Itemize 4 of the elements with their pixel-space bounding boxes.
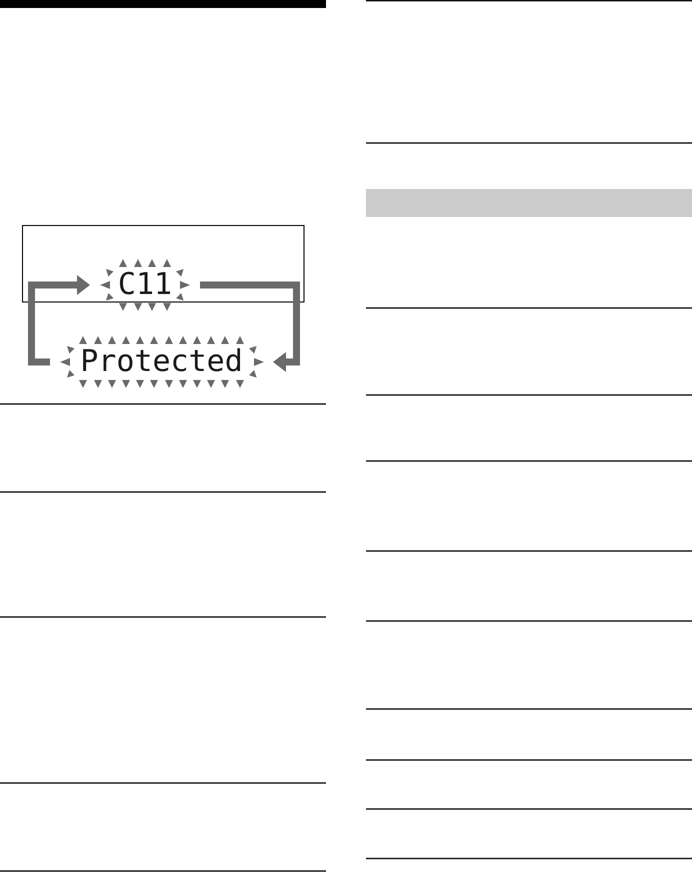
flow-arrow bbox=[200, 282, 300, 372]
lcd-readout: C11 bbox=[118, 273, 172, 297]
flow-arrow bbox=[28, 275, 90, 366]
lcd-readout: Protected bbox=[80, 350, 243, 374]
